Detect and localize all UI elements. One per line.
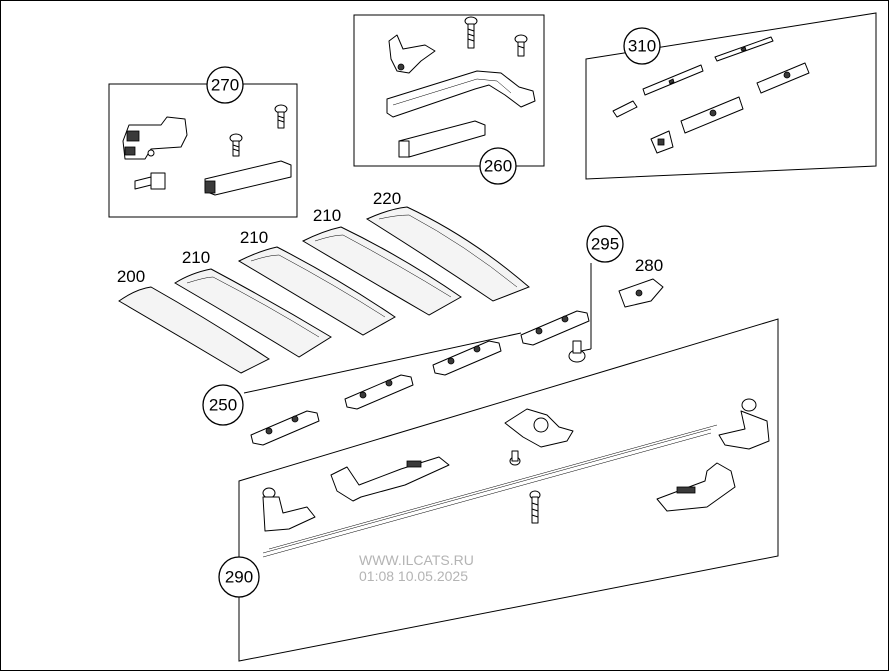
part-270-bracket xyxy=(122,116,188,160)
part-295-screw xyxy=(568,340,586,363)
part-260-screw-a xyxy=(464,16,478,49)
label-280: 280 xyxy=(635,256,663,275)
part-270-screw-b xyxy=(229,133,243,157)
svg-text:250: 250 xyxy=(209,396,237,415)
svg-text:295: 295 xyxy=(591,235,619,254)
callout-295: 295 xyxy=(586,225,624,263)
label-210-a: 210 xyxy=(182,248,210,267)
panel-210-c xyxy=(301,226,462,316)
svg-text:260: 260 xyxy=(484,157,512,176)
part-270-screw-a xyxy=(274,104,288,129)
part-310-clip xyxy=(612,100,638,118)
part-290-lever xyxy=(330,456,450,502)
part-260-block xyxy=(398,120,486,158)
label-210-c: 210 xyxy=(313,206,341,225)
clip-250-b xyxy=(344,374,414,410)
callout-250: 250 xyxy=(202,384,244,426)
part-260-guide-rail xyxy=(386,70,536,118)
label-210-b: 210 xyxy=(240,228,268,247)
callout-290: 290 xyxy=(218,556,260,598)
panel-220 xyxy=(365,206,530,302)
part-310-rail xyxy=(680,96,744,134)
clip-250-c xyxy=(432,340,502,376)
part-290-screw-long xyxy=(529,490,541,524)
svg-text:270: 270 xyxy=(211,76,239,95)
part-290-latch xyxy=(656,462,736,512)
part-260-screw-b xyxy=(514,34,528,57)
part-270-pin xyxy=(134,172,166,190)
part-280-catch xyxy=(618,278,664,308)
frame-310 xyxy=(585,12,877,180)
watermark-site: WWW.ILCATS.RU xyxy=(359,552,474,568)
callout-310: 310 xyxy=(623,27,661,65)
part-290-hinge-right xyxy=(718,398,770,450)
callout-270: 270 xyxy=(206,66,244,104)
svg-text:290: 290 xyxy=(225,568,253,587)
part-290-screw-small xyxy=(509,450,521,466)
clip-250-d xyxy=(520,310,590,346)
part-290-bracket-center xyxy=(504,408,574,448)
frame-260 xyxy=(353,14,545,167)
part-310-bracket-c xyxy=(756,62,810,94)
part-310-strip-b xyxy=(642,64,704,96)
part-310-catch xyxy=(650,130,674,154)
panel-210-a xyxy=(174,268,332,358)
panel-210-b xyxy=(237,246,396,336)
part-290-guide-bar xyxy=(262,424,718,558)
label-200: 200 xyxy=(117,267,145,286)
watermark-stamp: 01:08 10.05.2025 xyxy=(359,568,468,584)
frame-290 xyxy=(238,318,779,662)
part-290-hinge-left xyxy=(262,487,316,532)
panel-200 xyxy=(118,286,271,374)
part-270-block xyxy=(204,160,292,196)
svg-text:310: 310 xyxy=(628,37,656,56)
callout-260: 260 xyxy=(479,147,517,185)
part-260-hinge xyxy=(388,34,436,74)
leader-250 xyxy=(243,332,522,394)
label-220: 220 xyxy=(373,189,401,208)
clip-250-a xyxy=(250,410,320,446)
part-310-strip-a xyxy=(714,36,774,62)
frame-270 xyxy=(108,83,298,218)
